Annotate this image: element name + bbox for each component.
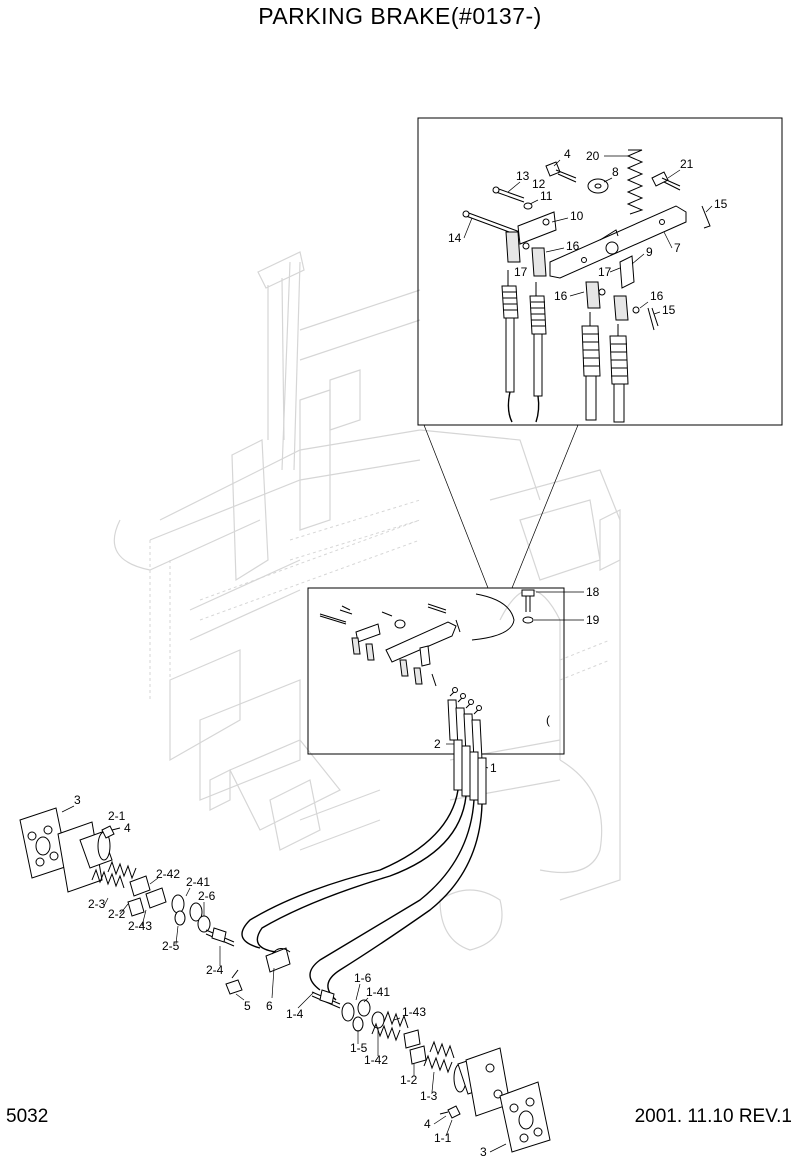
callout-label: 8 [612, 165, 619, 179]
small-mark: ( [546, 713, 550, 727]
left-caliper-assembly [19, 807, 243, 995]
brake-cables [241, 739, 487, 1001]
callout-label: 7 [674, 241, 681, 255]
callout-label: 1-42 [364, 1053, 388, 1067]
revision-date: 2001. 11.10 REV.1 [634, 1106, 792, 1127]
callout-label: 16 [566, 239, 580, 253]
detail-view-parts [462, 149, 711, 423]
callout-label: 17 [514, 265, 528, 279]
callout-label: 15 [714, 197, 728, 211]
callout-label: 15 [662, 303, 676, 317]
callout-label: 2-41 [186, 875, 210, 889]
callout-label: 2-2 [108, 907, 126, 921]
callout-label: 18 [586, 585, 600, 599]
callout-label: 12 [532, 177, 546, 191]
callout-label: 2-3 [88, 897, 106, 911]
callout-label: 13 [516, 169, 530, 183]
callout-label: 21 [680, 157, 694, 171]
callout-label: 2-5 [162, 939, 180, 953]
callout-label: 3 [74, 793, 81, 807]
callout-label: 1-3 [420, 1089, 438, 1103]
cable-clamp [265, 947, 291, 973]
callout-label: 1-6 [354, 971, 372, 985]
detail-view-frame [417, 117, 783, 426]
callout-label: 1-5 [350, 1041, 368, 1055]
page-number: 5032 [6, 1106, 49, 1127]
callout-label: 1-1 [434, 1131, 452, 1145]
callout-label: 2-6 [198, 889, 216, 903]
callout-label: 6 [266, 999, 273, 1013]
callout-label: 1-4 [286, 1007, 304, 1021]
callout-label: 1-2 [400, 1073, 418, 1087]
page-title: PARKING BRAKE(#0137-) [258, 3, 542, 29]
callout-label: 4 [424, 1117, 431, 1131]
right-callouts: 1-6 1-41 1-43 1-5 1-42 1-2 1-3 4 1-1 3 [350, 971, 507, 1159]
callout-label: 4 [564, 147, 571, 161]
callout-label: 3 [480, 1145, 487, 1159]
callout-label: 4 [124, 821, 131, 835]
left-callouts: 3 2-1 4 2-42 2-41 2-6 2-3 2-2 2-43 2-5 2… [61, 793, 315, 1021]
callout-label: 1-43 [402, 1005, 426, 1019]
callout-label: 9 [646, 245, 653, 259]
callout-label: 5 [244, 999, 251, 1013]
callout-label: 2-42 [156, 867, 180, 881]
machine-frame-ghost [113, 251, 621, 951]
right-caliper-assembly [311, 989, 551, 1153]
callout-label: 17 [598, 265, 612, 279]
callout-label: 16 [554, 289, 568, 303]
callout-label: 2-43 [128, 919, 152, 933]
callout-label: 11 [540, 189, 553, 203]
callout-label: 16 [650, 289, 664, 303]
callout-label: 1 [490, 761, 497, 775]
assembly-view-parts: ( [319, 589, 584, 761]
callout-label: 2 [434, 737, 441, 751]
callout-label: 2-1 [108, 809, 126, 823]
assembly-view-frame [307, 587, 565, 755]
callout-label: 10 [570, 209, 584, 223]
callout-label: 2-4 [206, 963, 224, 977]
callout-label: 20 [586, 149, 600, 163]
callout-label: 1-41 [366, 985, 390, 999]
callout-label: 14 [448, 231, 462, 245]
detail-callouts: 4 20 21 13 12 8 11 10 15 14 16 17 9 7 17… [448, 147, 728, 317]
callout-label: 19 [586, 613, 600, 627]
